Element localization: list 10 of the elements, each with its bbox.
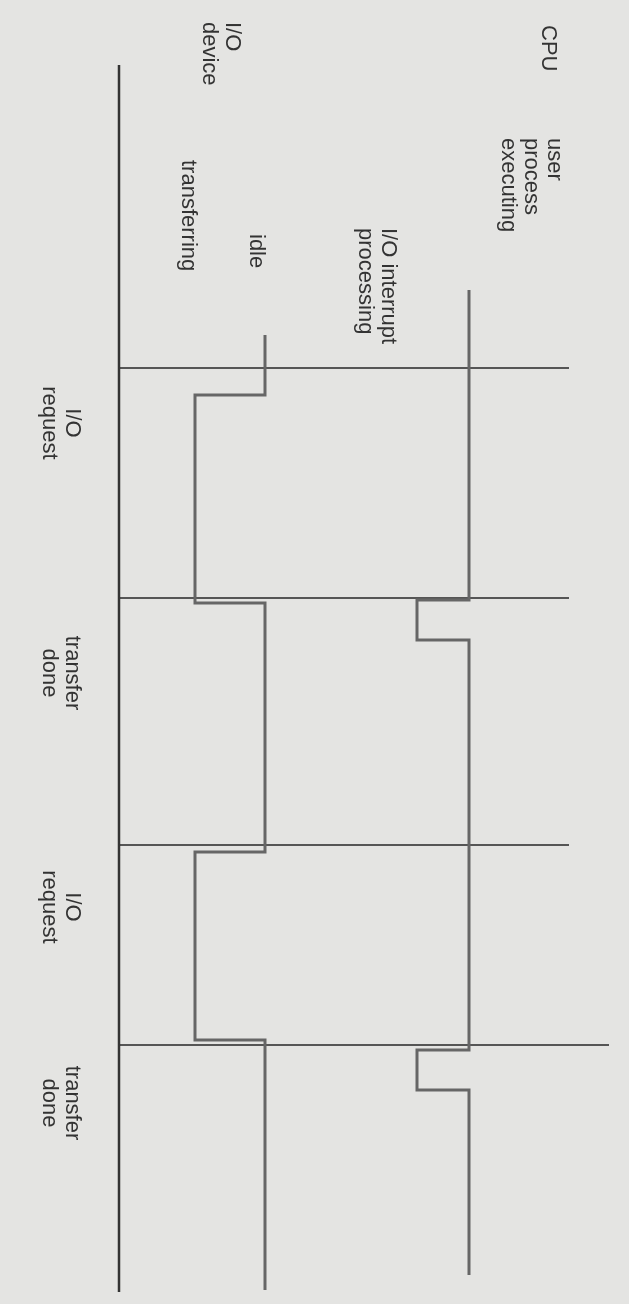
signal-label: I/O device bbox=[198, 22, 245, 88]
state-label: I/O interrupt processing bbox=[354, 228, 401, 347]
event-label: transfer done bbox=[38, 634, 85, 713]
event-label: I/O request bbox=[38, 869, 85, 946]
state-label: transferring bbox=[177, 160, 201, 274]
event-label: I/O request bbox=[38, 385, 85, 462]
state-label: user process executing bbox=[497, 138, 567, 235]
signal-label: CPU bbox=[537, 25, 561, 74]
event-label: transfer done bbox=[38, 1064, 85, 1143]
state-label: idle bbox=[245, 234, 269, 271]
